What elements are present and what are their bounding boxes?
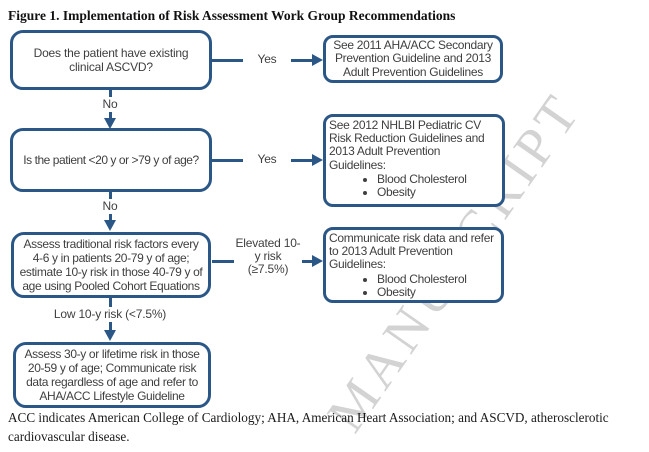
question-age-text: Is the patient <20 y or >79 y of age? [23, 153, 199, 167]
arrow-down-icon [104, 118, 116, 129]
arrow-down-icon [104, 220, 116, 231]
ref-communicate-intro: Communicate risk data and refer to 2013 … [329, 231, 494, 272]
question-age-box: Is the patient <20 y or >79 y of age? [10, 128, 212, 192]
edge-label-no-2: No [95, 199, 125, 214]
edge-label-yes-2: Yes [243, 152, 291, 167]
ref-communicate-bullets: Blood Cholesterol Obesity [329, 272, 498, 300]
edge-label-low-risk: Low 10-y risk (<7.5%) [48, 307, 172, 322]
edge-label-no-1: No [95, 97, 125, 112]
ref-secondary-prevention-text: See 2011 AHA/ACC Secondary Prevention Gu… [333, 37, 493, 79]
arrow-right-icon [312, 255, 323, 267]
question-existing-ascvd-box: Does the patient have existing clinical … [10, 30, 212, 90]
edge-label-elevated-risk: Elevated 10-y risk (≥7.5%) [234, 236, 302, 277]
assess-lifetime-risk-text: Assess 30-y or lifetime risk in those 20… [24, 347, 200, 403]
assess-traditional-risk-text: Assess traditional risk factors every 4-… [19, 237, 203, 293]
ref-secondary-prevention-box: See 2011 AHA/ACC Secondary Prevention Gu… [323, 35, 503, 83]
bullet-obesity: Obesity [377, 185, 499, 199]
ref-pediatric-guidelines-box: See 2012 NHLBI Pediatric CV Risk Reducti… [323, 114, 505, 207]
bullet-blood-cholesterol: Blood Cholesterol [377, 272, 498, 286]
figure-footnote: ACC indicates American College of Cardio… [8, 410, 609, 444]
ref-communicate-risk-box: Communicate risk data and refer to 2013 … [323, 227, 504, 303]
ref-pediatric-intro: See 2012 NHLBI Pediatric CV Risk Reducti… [329, 118, 485, 172]
bullet-obesity: Obesity [377, 285, 498, 299]
assess-lifetime-risk-box: Assess 30-y or lifetime risk in those 20… [13, 342, 211, 408]
assess-traditional-risk-box: Assess traditional risk factors every 4-… [11, 232, 211, 298]
bullet-blood-cholesterol: Blood Cholesterol [377, 172, 499, 186]
edge-label-yes-1: Yes [243, 52, 291, 67]
question-existing-ascvd-text: Does the patient have existing clinical … [33, 46, 189, 74]
arrow-right-icon [312, 154, 323, 166]
arrow-down-icon [104, 330, 116, 341]
ref-pediatric-bullets: Blood Cholesterol Obesity [329, 172, 499, 200]
arrow-right-icon [312, 54, 323, 66]
figure-title: Figure 1. Implementation of Risk Assessm… [8, 8, 456, 23]
